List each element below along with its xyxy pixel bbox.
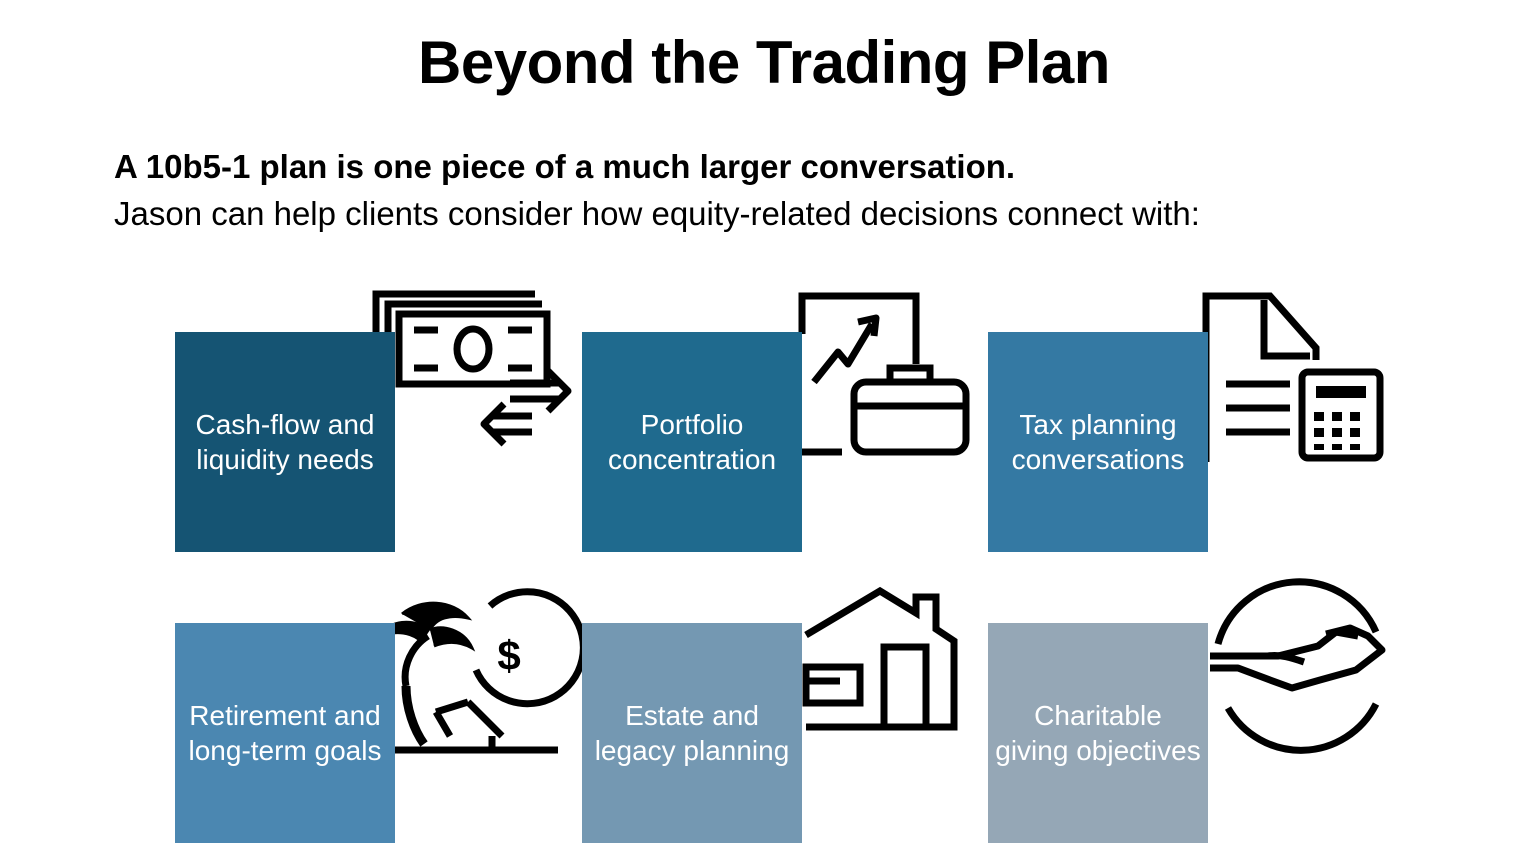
page-title: Beyond the Trading Plan	[418, 29, 1110, 96]
tile-estate: Estate and legacy planning	[582, 623, 802, 843]
tile-retirement: Retirement and long-term goals	[175, 623, 395, 843]
tile-charitable: Charitable giving objectives	[988, 623, 1208, 843]
chart-briefcase-icon	[786, 290, 976, 460]
tile-tax: Tax planning conversations	[988, 332, 1208, 552]
intro-heading: A 10b5-1 plan is one piece of a much lar…	[114, 148, 1016, 185]
intro-text: Jason can help clients consider how equi…	[114, 195, 1200, 232]
tile-cash-flow: Cash-flow and liquidity needs	[175, 332, 395, 552]
house-icon	[800, 585, 962, 737]
document-calculator-icon	[1198, 290, 1388, 468]
dollar-sign: $	[497, 632, 520, 679]
palm-tree-dollar-icon: $	[372, 584, 587, 756]
hand-giving-icon	[1208, 578, 1390, 756]
tile-portfolio: Portfolio concentration	[582, 332, 802, 552]
money-exchange-icon	[370, 288, 580, 453]
